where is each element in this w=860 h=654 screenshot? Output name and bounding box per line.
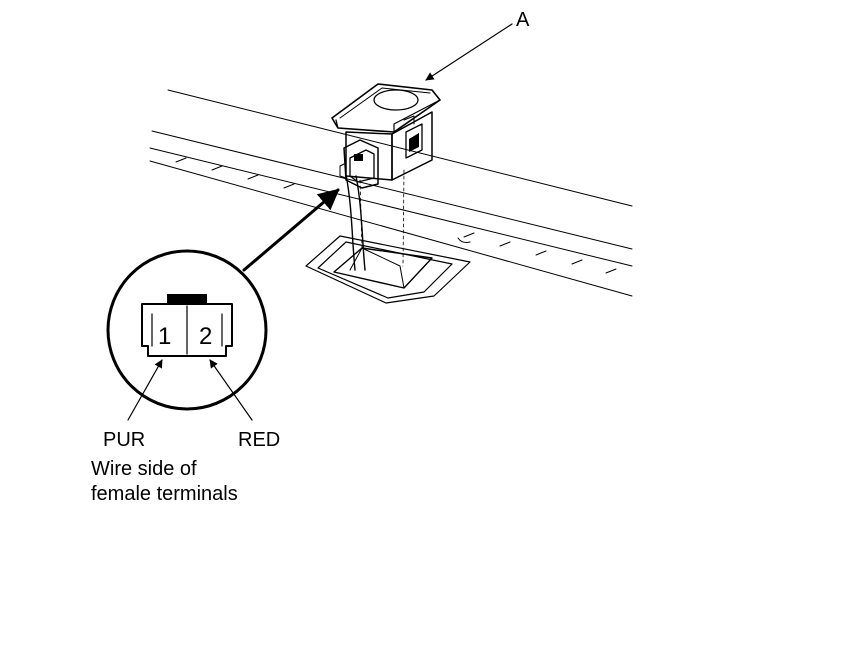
wire-2-color-label: RED bbox=[238, 429, 280, 451]
wire-1-color-label: PUR bbox=[103, 429, 145, 451]
view-caption-line1: Wire side of bbox=[91, 458, 197, 480]
view-caption-line2: female terminals bbox=[91, 483, 238, 505]
switch-assembly bbox=[331, 83, 441, 189]
mounting-pocket bbox=[305, 235, 471, 304]
wire-harness bbox=[345, 174, 366, 271]
pin-1-label: 1 bbox=[158, 323, 171, 350]
pin-2-label: 2 bbox=[199, 323, 212, 350]
callout-a: A bbox=[425, 9, 530, 81]
connector-detail-view: 1 2 bbox=[106, 188, 340, 421]
connector-face: 1 2 bbox=[141, 294, 233, 357]
component-label-a: A bbox=[516, 9, 530, 31]
alignment-guides bbox=[359, 169, 405, 267]
connector-lock-tab bbox=[167, 294, 207, 303]
